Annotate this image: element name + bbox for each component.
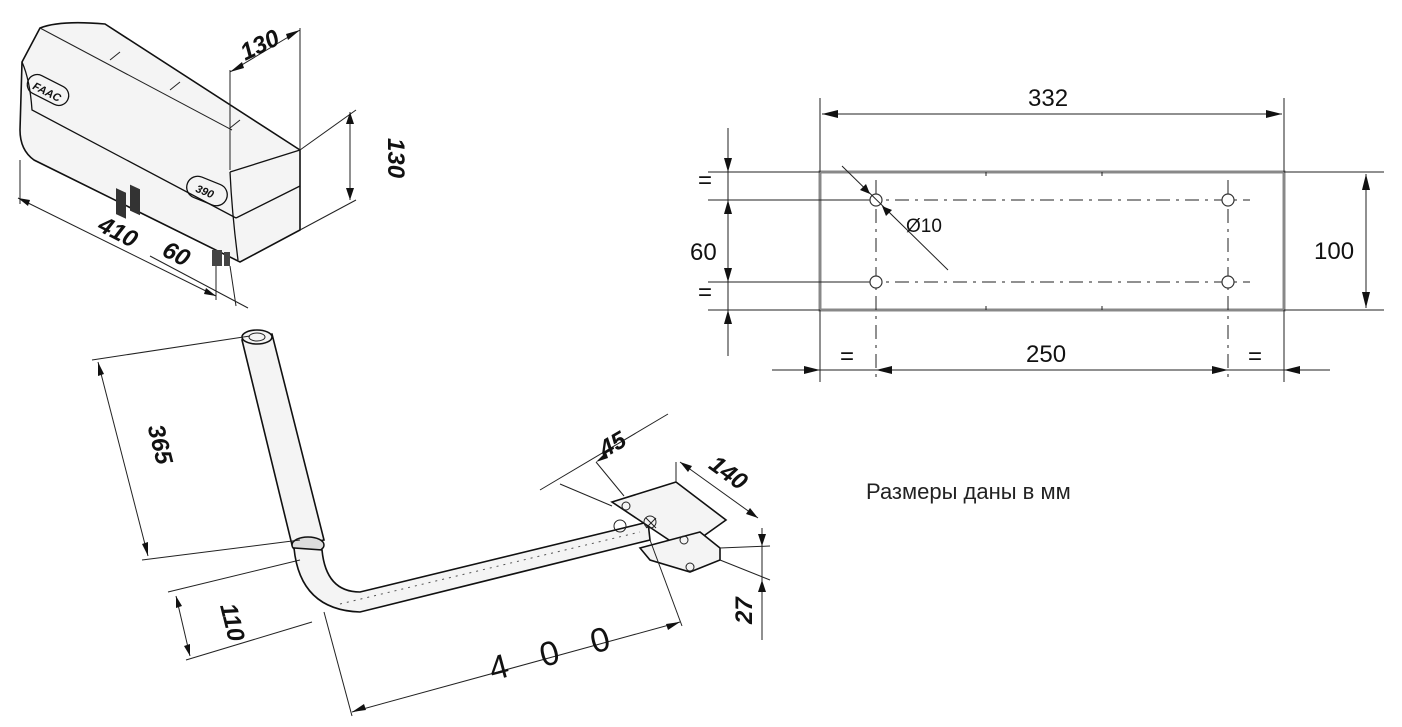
dim-plate-height: 100 <box>1314 238 1354 265</box>
hole-bottom-left <box>869 275 883 289</box>
dim-arm-bend: 110 <box>214 600 250 644</box>
dim-motor-height: 130 <box>382 138 409 179</box>
motor-shaft <box>212 250 230 266</box>
dim-equal-top: = <box>698 167 712 194</box>
dim-hole-spacing-v: 60 <box>690 239 717 266</box>
bracket <box>610 481 728 573</box>
dim-arm-straight: 365 <box>142 422 178 468</box>
units-note: Размеры даны в мм <box>866 479 1071 504</box>
dim-motor-length: 410 <box>93 211 142 254</box>
dim-bracket-height: 27 <box>731 596 758 625</box>
motor-housing: FAAC 390 <box>19 21 301 266</box>
dim-equal-left: = <box>840 343 854 370</box>
dim-bracket-width: 140 <box>704 450 753 496</box>
dim-arm-curved: 4 0 0 <box>485 617 626 689</box>
dim-equal-bottom: = <box>698 279 712 306</box>
dim-equal-right: = <box>1248 343 1262 370</box>
dim-motor-shaft: 60 <box>158 236 195 272</box>
dim-hole-spacing-h: 250 <box>1026 341 1066 368</box>
dim-plate-width: 332 <box>1028 85 1068 112</box>
dim-motor-depth: 130 <box>236 24 284 66</box>
plate-dimensions: 332 100 = 60 = = 250 = <box>690 85 1384 382</box>
dim-bracket-offset: 45 <box>594 426 632 464</box>
hole-top-right <box>1221 193 1235 207</box>
warning-label-icon <box>116 184 140 219</box>
mounting-plate: Ø10 <box>818 165 1286 380</box>
arm <box>241 329 728 613</box>
dim-hole-diameter: Ø10 <box>906 216 942 237</box>
hole-bottom-right <box>1221 275 1235 289</box>
